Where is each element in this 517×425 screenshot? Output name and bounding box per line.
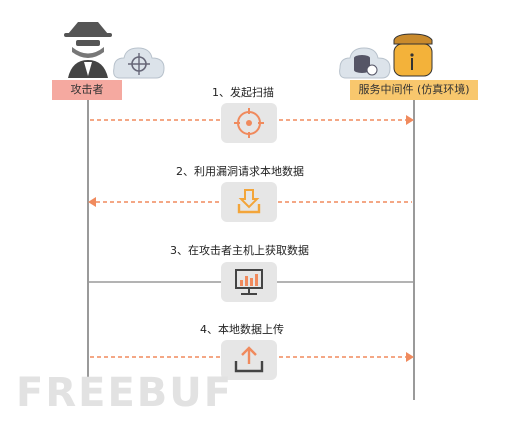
step-1-crosshair-icon (221, 103, 277, 143)
step-3-label: 3、在攻击者主机上获取数据 (170, 244, 309, 257)
attacker-label: 攻击者 (52, 80, 122, 100)
middleware-jar-icon (393, 33, 433, 77)
step-4-label: 4、本地数据上传 (200, 323, 284, 336)
step-1-label: 1、发起扫描 (212, 86, 274, 99)
server-label: 服务中间件 (仿真环境) (350, 80, 478, 100)
attacker-spy-icon (64, 22, 112, 78)
database-cloud-icon (339, 47, 391, 79)
step-2-label: 2、利用漏洞请求本地数据 (176, 165, 304, 178)
step-3-monitor-chart-icon (221, 262, 277, 302)
scan-cloud-icon (113, 47, 165, 79)
step-4-upload-icon (221, 340, 277, 380)
freebuf-watermark: FREEBUF (16, 370, 234, 416)
step-2-download-icon (221, 182, 277, 222)
